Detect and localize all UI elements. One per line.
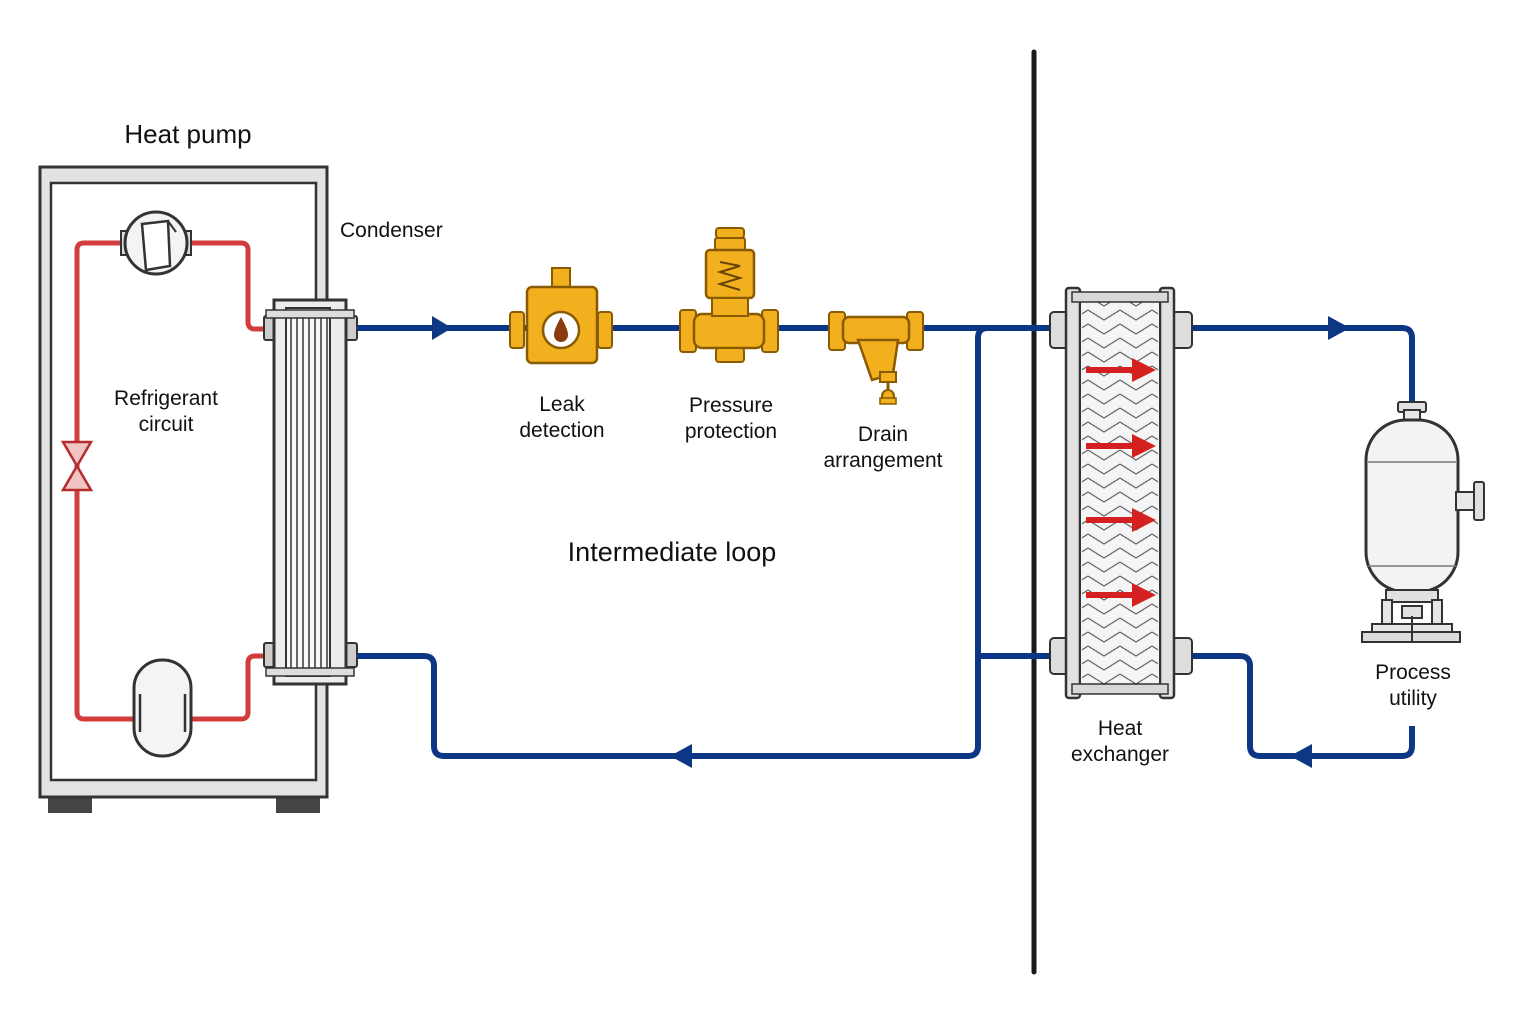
hx-label-line1: Heat	[1097, 717, 1143, 740]
flow-arrows-process	[1290, 316, 1350, 768]
pressure-label-line2: protection	[684, 420, 778, 444]
condenser-icon	[263, 298, 358, 686]
drain-label-line2: arrangement	[823, 449, 943, 473]
heat-transfer-arrows	[1086, 358, 1156, 607]
leak-label-line1: Leak	[539, 393, 585, 416]
utility-label-line1: Process	[1375, 661, 1451, 684]
expansion-valve-icon	[60, 440, 94, 492]
process-side-pipes	[1190, 325, 1415, 759]
condenser-label: Condenser	[340, 219, 443, 242]
hx-label-line2: exchanger	[1070, 743, 1170, 767]
leak-detector-icon	[509, 267, 613, 365]
refrigerant-label-line2: circuit	[138, 413, 194, 437]
plate-heat-exchanger-icon	[1049, 286, 1193, 700]
refrigerant-circuit-label: Refrigerant circuit	[90, 386, 242, 439]
drain-label-line1: Drain	[857, 423, 909, 446]
process-utility-label: Process utility	[1340, 660, 1486, 713]
refrigerant-label-line1: Refrigerant	[114, 387, 218, 410]
pressure-label-line1: Pressure	[688, 394, 774, 417]
process-utility-vessel-icon	[1361, 401, 1485, 643]
drain-arrangement-label: Drain arrangement	[808, 422, 958, 475]
utility-label-line2: utility	[1389, 687, 1437, 711]
compressor-icon	[120, 210, 192, 276]
leak-label-line2: detection	[519, 419, 605, 443]
flow-arrows-loop	[432, 316, 692, 768]
leak-detection-label: Leak detection	[492, 392, 632, 445]
heat-exchanger-label: Heat exchanger	[1050, 716, 1190, 769]
receiver-icon	[132, 658, 193, 758]
drain-strainer-icon	[828, 311, 924, 405]
intermediate-loop-label: Intermediate loop	[567, 537, 777, 567]
pressure-relief-valve-icon	[679, 227, 779, 363]
pressure-protection-label: Pressure protection	[660, 393, 802, 446]
heat-pump-title: Heat pump	[124, 119, 252, 149]
